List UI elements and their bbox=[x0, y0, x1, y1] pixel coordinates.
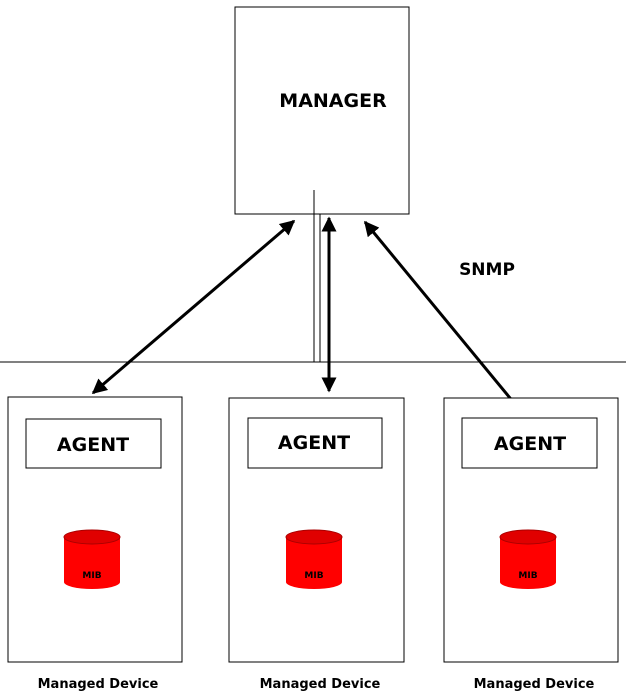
mib-label: MIB bbox=[518, 571, 537, 581]
manager-node: MANAGER bbox=[234, 6, 410, 215]
agent-label: AGENT bbox=[494, 433, 566, 455]
mib-label: MIB bbox=[304, 571, 323, 581]
manager-box bbox=[234, 6, 410, 215]
managed-device: AGENT MIB Managed Device bbox=[7, 396, 183, 692]
mib-database-icon bbox=[285, 529, 343, 589]
mib-database-icon bbox=[499, 529, 557, 589]
manager-label: MANAGER bbox=[279, 90, 387, 112]
device-label: Managed Device bbox=[38, 677, 159, 692]
snmp-arrow-right bbox=[363, 220, 526, 417]
managed-device: AGENT MIB Managed Device bbox=[228, 397, 405, 692]
snmp-label: SNMP bbox=[459, 260, 515, 280]
agent-label: AGENT bbox=[278, 432, 350, 454]
device-label: Managed Device bbox=[474, 677, 595, 692]
mib-label: MIB bbox=[82, 571, 101, 581]
agent-box bbox=[461, 417, 598, 469]
device-label: Managed Device bbox=[260, 677, 381, 692]
agent-box bbox=[247, 417, 383, 469]
agent-label: AGENT bbox=[57, 434, 129, 456]
managed-device: AGENT MIB Managed Device bbox=[443, 397, 619, 692]
mib-database-icon bbox=[63, 529, 121, 589]
snmp-arrow-left bbox=[91, 219, 296, 395]
agent-box bbox=[25, 418, 162, 469]
